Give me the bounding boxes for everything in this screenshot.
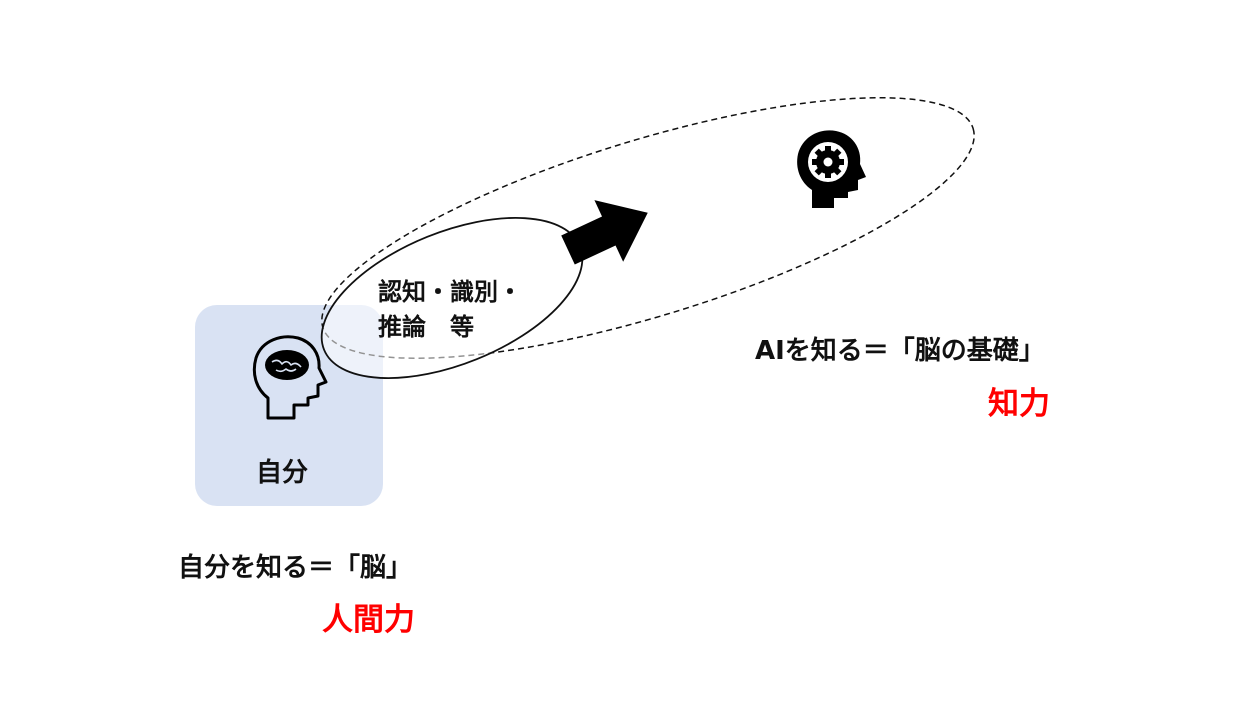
self-keyword: 人間力 [322, 602, 415, 638]
cognition-line2: 推論 等 [378, 313, 474, 341]
ai-caption: AIを知る＝「脳の基礎」 [755, 336, 1045, 366]
self-label: 自分 [256, 458, 309, 488]
gear-head-icon [797, 130, 866, 208]
brain-head-icon [252, 335, 328, 420]
self-caption: 自分を知る＝「脳」 [178, 553, 413, 583]
ai-keyword: 知力 [988, 386, 1050, 422]
cognition-line1: 認知・識別・ [378, 278, 522, 306]
arrow-icon [561, 200, 648, 265]
